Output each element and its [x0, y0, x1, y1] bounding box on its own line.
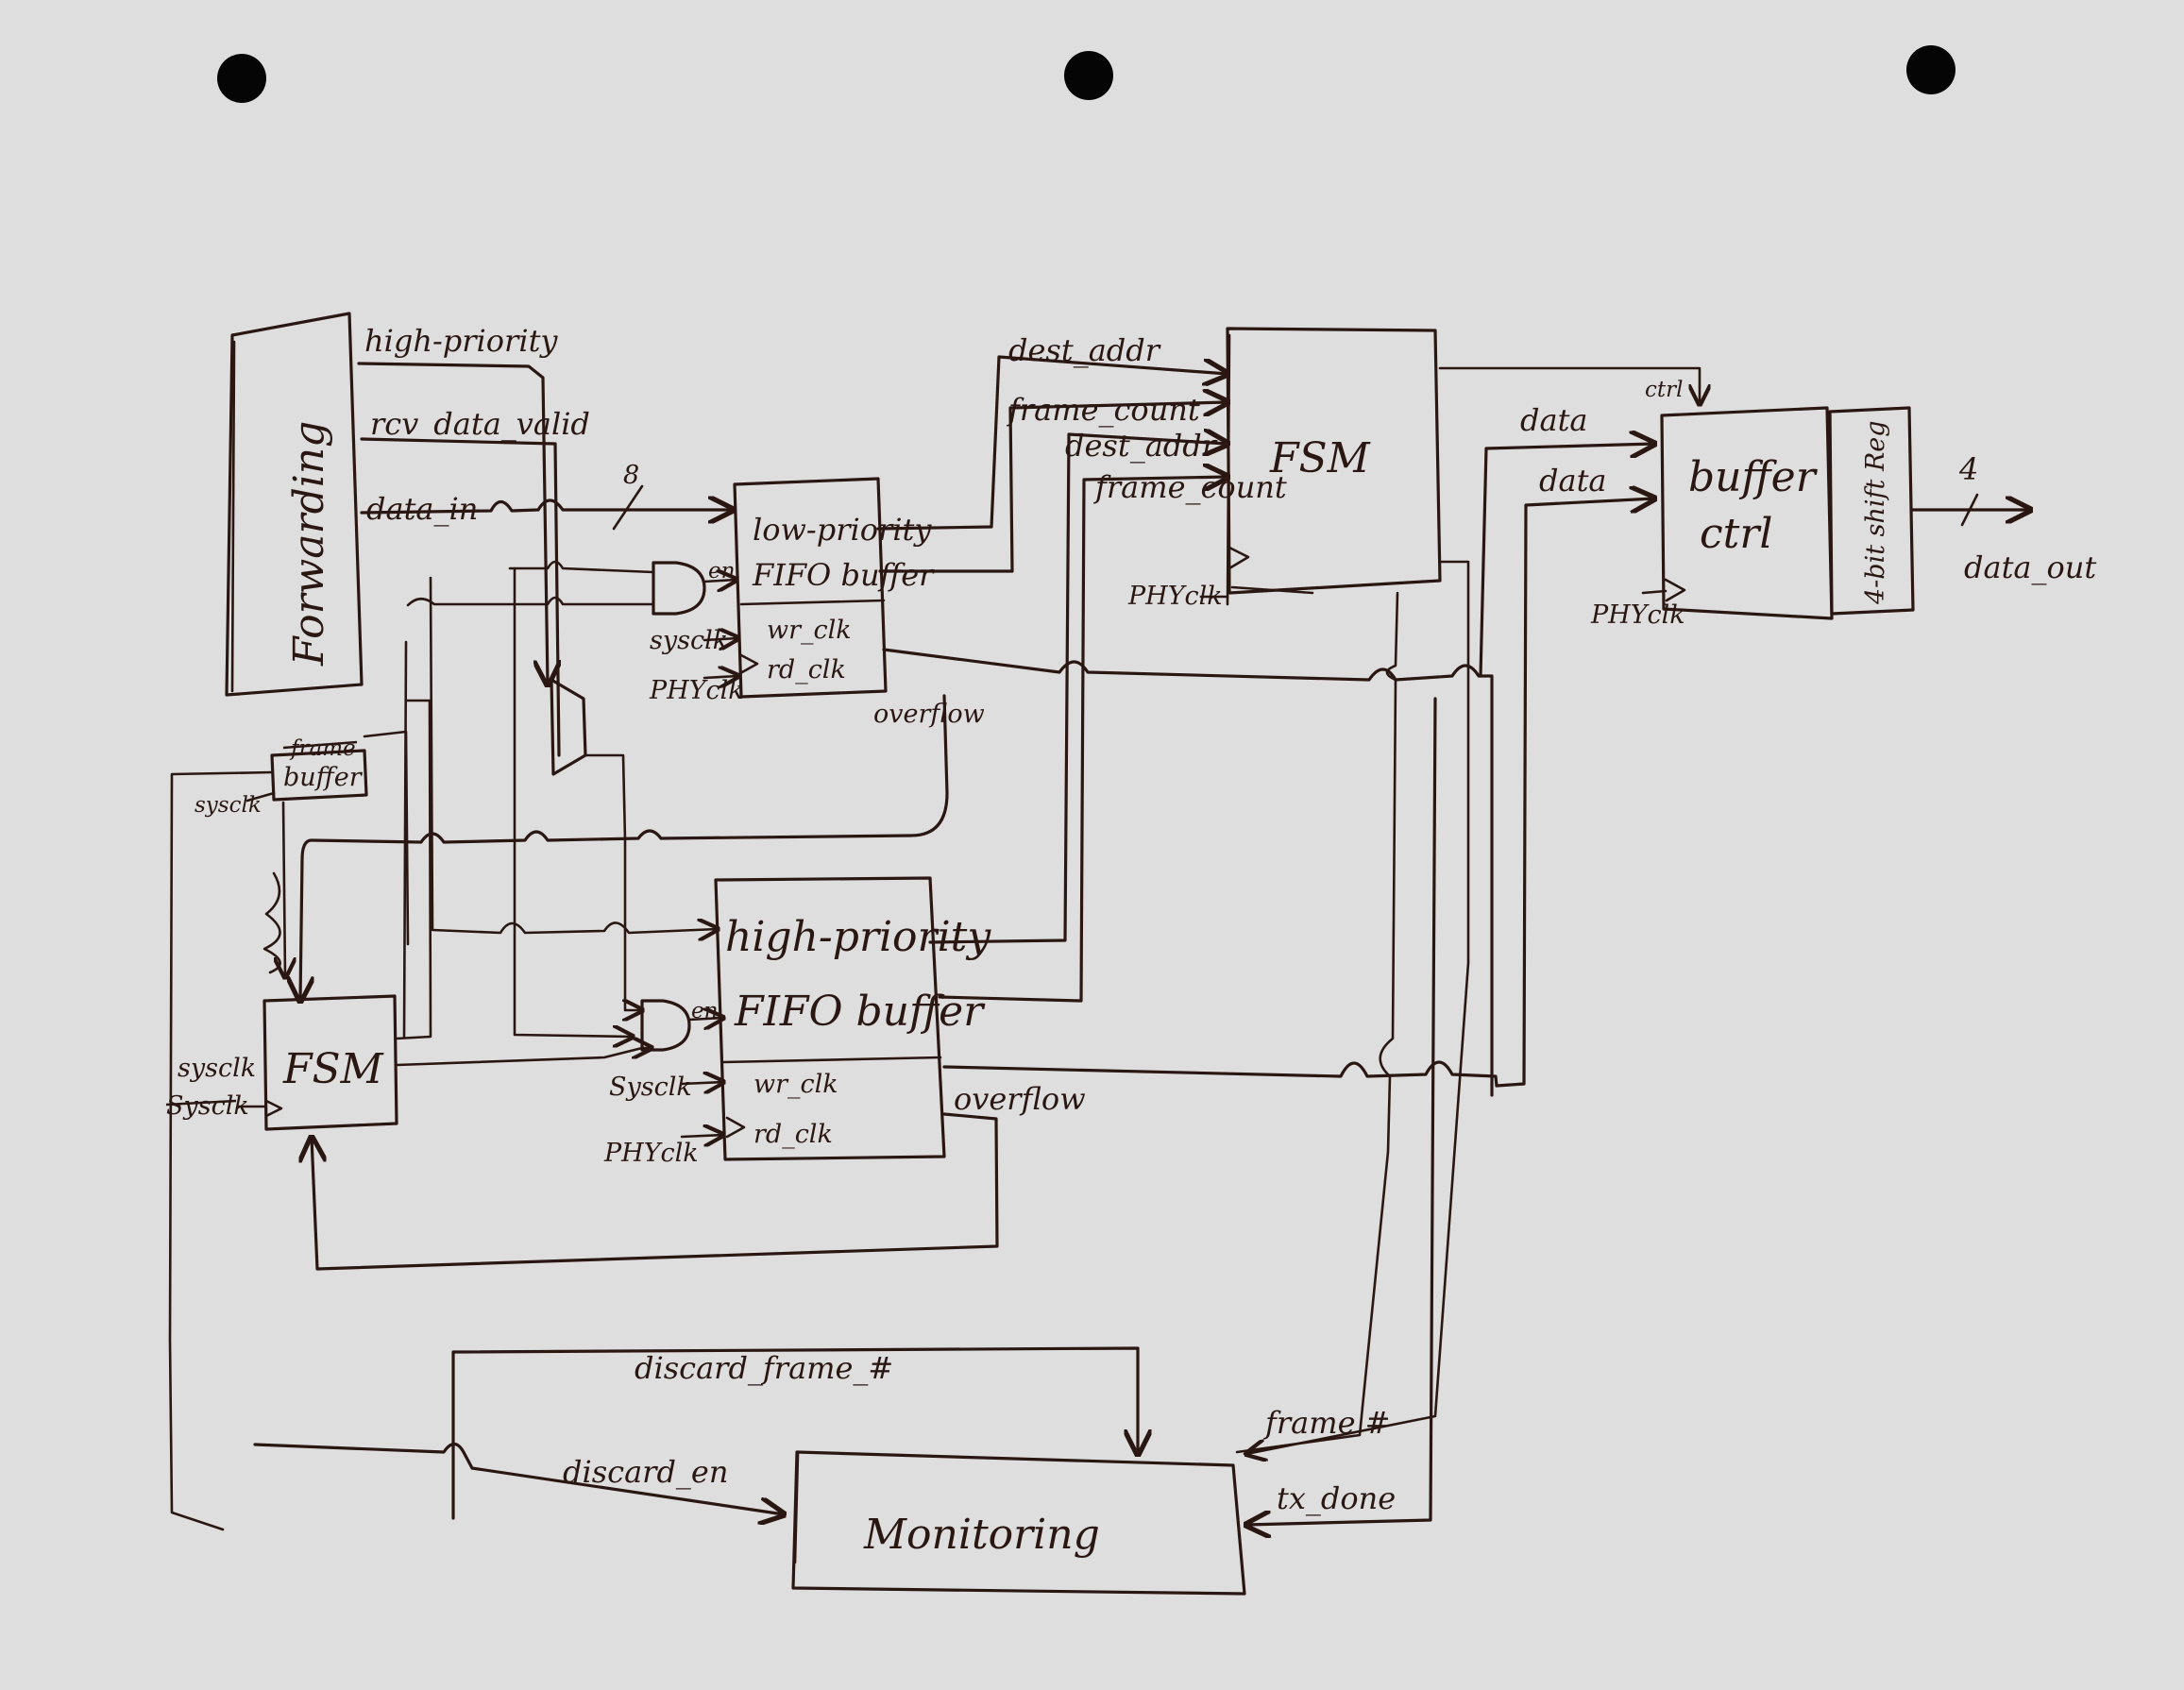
- high-fifo-title: high-priority: [725, 913, 991, 961]
- buffer-ctrl-title: buffer: [1688, 453, 1819, 501]
- frame-count-1-label: frame_count: [1007, 392, 1200, 428]
- data-in-label: data_in: [366, 491, 478, 527]
- data-1-label: data: [1520, 402, 1588, 438]
- discard-en-label: discard_en: [563, 1454, 728, 1490]
- shift-register: 4-bit shift Reg: [1830, 408, 1913, 614]
- frame-count-2-label: frame_count: [1093, 469, 1287, 505]
- and-gate-high: en: [642, 999, 723, 1050]
- mux: [551, 680, 642, 1010]
- left-fsm-sysclk-struck-label: Sysclk: [166, 1091, 249, 1121]
- low-rd-clk-label: rd_clk: [767, 655, 846, 684]
- ctrl-label: ctrl: [1645, 378, 1683, 402]
- left-fsm-sysclk-label: sysclk: [178, 1054, 256, 1083]
- right-fsm-label: FSM: [1269, 434, 1371, 482]
- dest-addr-1-label: dest_addr: [1008, 332, 1161, 368]
- frame-buffer-struck-label: frame: [289, 736, 356, 761]
- overflow-low-label: overflow: [873, 700, 985, 729]
- tx-done-label: tx_done: [1277, 1480, 1396, 1516]
- frame-num-label: frame #: [1263, 1405, 1390, 1441]
- frame-buffer: buffer frame sysclk: [170, 732, 408, 1529]
- binder-hole-left: [217, 54, 266, 103]
- data-2-label: data: [1539, 463, 1607, 499]
- high-priority-fifo: high-priority FIFO buffer wr_clk rd_clk: [716, 878, 991, 1159]
- forwarding-label: Forwarding: [285, 421, 333, 667]
- data-out-label: data_out: [1964, 549, 2096, 585]
- low-phyclk-label: PHYclk: [649, 676, 744, 705]
- low-wr-clk-label: wr_clk: [767, 616, 852, 645]
- overflow-high-label: overflow: [954, 1081, 1086, 1117]
- bus-width-out-label: 4: [1958, 451, 1978, 487]
- high-wr-clk-label: wr_clk: [753, 1070, 838, 1099]
- high-priority-label: high-priority: [364, 323, 558, 359]
- bus-width-in-label: 8: [623, 461, 639, 490]
- monitoring-block: Monitoring: [793, 1452, 1244, 1594]
- high-sysclk-label: Sysclk: [609, 1073, 692, 1102]
- high-fifo-subtitle: FIFO buffer: [734, 988, 986, 1036]
- high-phyclk-label: PHYclk: [603, 1139, 699, 1168]
- discard-frame-label: discard_frame_#: [635, 1350, 893, 1386]
- shift-register-label: 4-bit shift Reg: [1861, 420, 1890, 605]
- left-fsm: FSM sysclk Sysclk: [166, 996, 397, 1129]
- buffer-ctrl: buffer ctrl PHYclk: [1590, 408, 1832, 630]
- dest-addr-2-label: dest_addr: [1065, 428, 1218, 464]
- low-priority-fifo: low-priority FIFO buffer wr_clk rd_clk: [735, 479, 935, 697]
- frame-buffer-label: buffer: [283, 763, 364, 792]
- and-gate-low: en: [408, 559, 736, 614]
- high-rd-clk-label: rd_clk: [753, 1120, 833, 1149]
- binder-hole-right: [1906, 45, 1955, 94]
- binder-hole-middle: [1064, 51, 1113, 100]
- left-fsm-label: FSM: [282, 1045, 384, 1093]
- forwarding-block: Forwarding: [227, 313, 362, 695]
- low-fifo-subtitle: FIFO buffer: [752, 557, 935, 593]
- rcv-data-valid-label: rcv_data_valid: [370, 406, 590, 442]
- monitoring-label: Monitoring: [863, 1511, 1100, 1559]
- buffer-ctrl-subtitle: ctrl: [1700, 510, 1772, 558]
- buffer-ctrl-phyclk-label: PHYclk: [1590, 600, 1685, 630]
- low-sysclk-label: sysclk: [650, 626, 728, 655]
- buffer-sysclk-label: sysclk: [195, 793, 262, 818]
